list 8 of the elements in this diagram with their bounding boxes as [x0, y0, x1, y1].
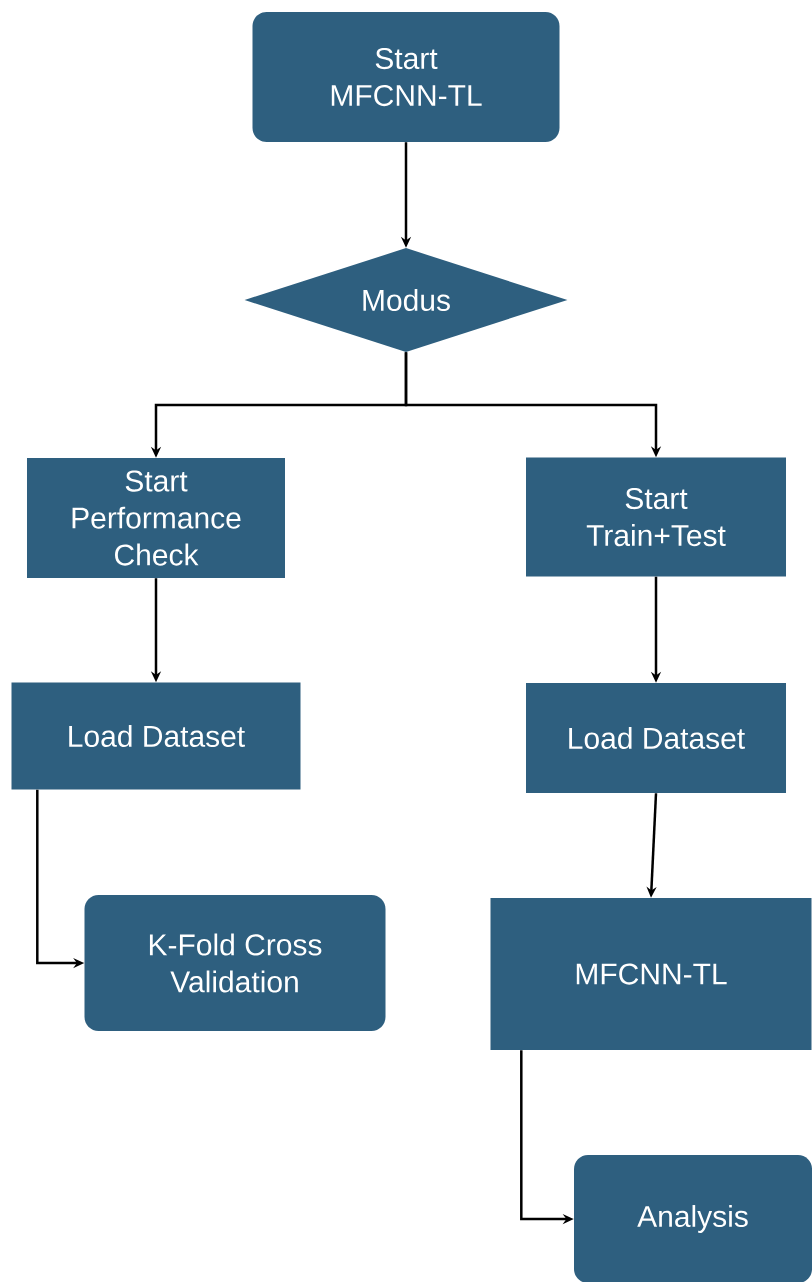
- process-box: Load Dataset: [526, 683, 786, 793]
- process-box: Start Performance Check: [27, 458, 285, 578]
- process-box: Load Dataset: [11, 682, 301, 790]
- terminal-box: Start MFCNN-TL: [252, 12, 560, 142]
- terminal-box: Analysis: [574, 1155, 812, 1282]
- process-box: MFCNN-TL: [490, 898, 812, 1050]
- terminal-box: K-Fold Cross Validation: [84, 895, 386, 1031]
- process-box: Start Train+Test: [526, 457, 786, 577]
